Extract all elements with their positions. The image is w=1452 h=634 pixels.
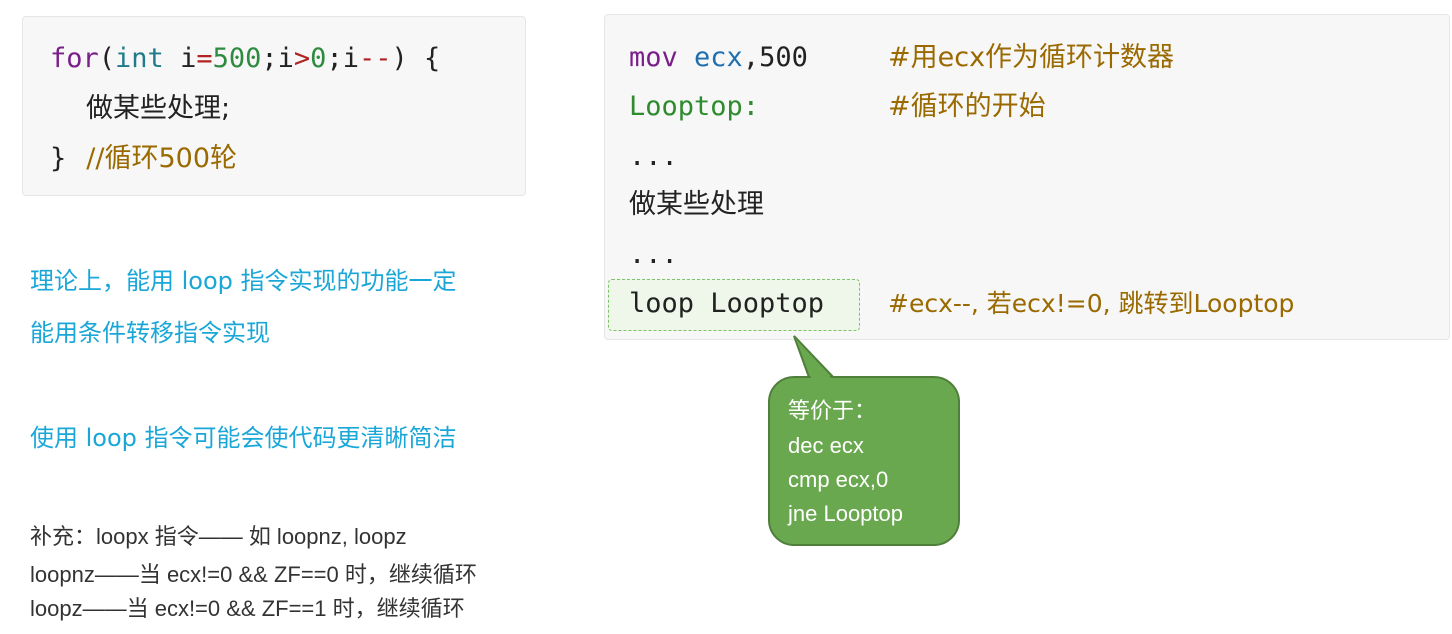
- bubble-line-3: cmp ecx,0: [788, 467, 889, 492]
- num-0: 0: [310, 43, 327, 74]
- op-decrement: --: [358, 43, 392, 74]
- paren: (: [98, 43, 116, 74]
- note-1-line-1: 理论上，能用 loop 指令实现的功能一定: [30, 267, 457, 295]
- asm-line-1: mov ecx,500: [629, 41, 808, 75]
- note-1-line-2: 能用条件转移指令实现: [30, 319, 270, 347]
- var-i: i: [163, 43, 197, 74]
- note-2: 使用 loop 指令可能会使代码更清晰简洁: [30, 424, 457, 452]
- op-gt: >: [293, 43, 311, 74]
- asm-comment-1: #用ecx作为循环计数器: [888, 42, 1175, 73]
- bubble-line-2: dec ecx: [788, 433, 864, 458]
- asm-loop-instruction: loop Looptop: [629, 288, 825, 319]
- keyword-for: for: [50, 43, 99, 74]
- c-code-line-1: for(int i=500;i>0;i--) {: [50, 42, 440, 76]
- asm-comment-2: #循环的开始: [888, 91, 1046, 122]
- c-code-line-3: } //循环500轮: [50, 142, 237, 176]
- c-comment: //循环500轮: [86, 143, 237, 174]
- asm-label-looptop: Looptop:: [629, 91, 760, 122]
- brace-close: }: [50, 143, 67, 174]
- semi-i-2: ;i: [326, 43, 359, 74]
- loop-highlight: [608, 279, 860, 331]
- keyword-int: int: [115, 43, 164, 74]
- asm-line-3: ...: [629, 141, 678, 172]
- num-500: 500: [212, 43, 262, 74]
- semi-i: ;i: [261, 43, 294, 74]
- asm-line-4: 做某些处理: [629, 189, 764, 220]
- op-assign: =: [196, 43, 213, 74]
- asm-comment-6: #ecx--, 若ecx!=0, 跳转到Looptop: [888, 289, 1295, 318]
- asm-op-mov: mov: [629, 42, 678, 73]
- brace-open: ) {: [391, 43, 441, 74]
- asm-operand: ,500: [742, 42, 808, 73]
- asm-line-5: ...: [629, 239, 678, 270]
- asm-reg-ecx: ecx: [694, 42, 743, 73]
- bubble-line-1: 等价于：: [788, 398, 877, 423]
- c-code-block: [22, 16, 526, 196]
- c-code-line-2: 做某些处理;: [86, 93, 231, 124]
- supplement-line-1: 补充：loopx 指令—— 如 loopnz, loopz: [30, 524, 407, 549]
- speech-bubble: [768, 376, 960, 546]
- bubble-line-4: jne Looptop: [788, 501, 903, 526]
- supplement-line-2: loopnz——当 ecx!=0 && ZF==0 时，继续循环: [30, 562, 477, 587]
- bubble-tail-cover: [796, 339, 833, 380]
- supplement-line-3: loopz——当 ecx!=0 && ZF==1 时，继续循环: [30, 596, 465, 621]
